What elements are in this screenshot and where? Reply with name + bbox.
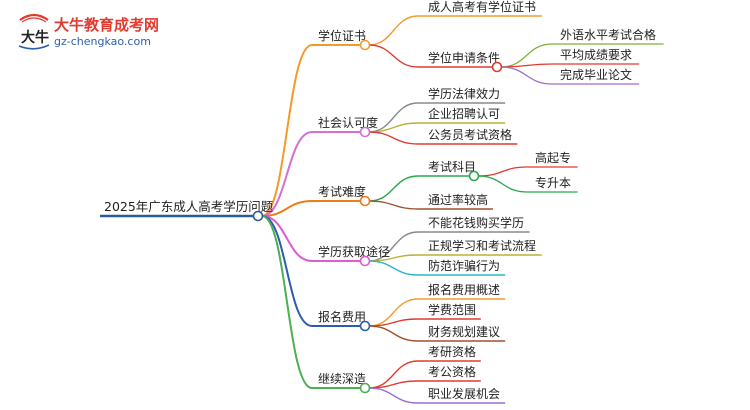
subtopic[interactable]: 考试科目 — [428, 159, 476, 174]
branch-edge — [261, 215, 313, 262]
branch-topic[interactable]: 继续深造 — [318, 372, 366, 386]
leaf-edge — [477, 175, 528, 193]
logo-mark-icon: 大牛 — [18, 13, 50, 50]
subtopic[interactable]: 财务规划建议 — [428, 324, 500, 339]
leaf-edge — [477, 166, 528, 177]
subtopic-edge — [368, 44, 419, 68]
subtopic[interactable]: 通过率较高 — [428, 192, 488, 207]
logo-mark-text: 大牛 — [21, 29, 49, 46]
branch-edge — [261, 215, 313, 327]
subtopic[interactable]: 学历法律效力 — [428, 86, 500, 101]
branch-edge — [261, 215, 313, 389]
leaf-topic[interactable]: 平均成绩要求 — [560, 48, 632, 62]
branch-connector-dot[interactable] — [359, 320, 371, 332]
branch-topic[interactable]: 学位证书 — [318, 28, 366, 43]
subtopic[interactable]: 成人高考有学位证书 — [428, 0, 536, 14]
branch-connector-dot[interactable] — [359, 39, 371, 51]
branch-connector-dot[interactable] — [359, 126, 371, 138]
branch-edge — [261, 131, 313, 217]
branch-connector-dot[interactable] — [359, 195, 371, 207]
subtopic[interactable]: 防范诈骗行为 — [428, 258, 500, 273]
subtopic[interactable]: 报名费用概述 — [428, 282, 500, 297]
branch-topic[interactable]: 报名费用 — [318, 309, 366, 324]
subtopic[interactable]: 企业招聘认可 — [428, 106, 500, 121]
subtopic[interactable]: 不能花钱购买学历 — [428, 215, 524, 230]
branch-connector-dot[interactable] — [359, 255, 371, 267]
subtopic[interactable]: 考公资格 — [428, 364, 476, 379]
subtopic-connector-dot[interactable] — [468, 170, 480, 182]
subtopic[interactable]: 正规学习和考试流程 — [428, 238, 536, 253]
logo-url: gz-chengkao.com — [54, 35, 151, 48]
subtopic-connector-dot[interactable] — [491, 61, 503, 73]
subtopic-edge — [368, 200, 419, 210]
subtopic[interactable]: 职业发展机会 — [428, 386, 500, 401]
subtopic-edge — [368, 15, 419, 46]
subtopic[interactable]: 考研资格 — [428, 344, 476, 359]
subtopic-edge — [368, 175, 419, 202]
subtopic-edge — [368, 260, 419, 276]
leaf-edge — [500, 63, 553, 68]
subtopic-edge — [368, 131, 419, 145]
logo-title: 大牛教育成考网 — [54, 16, 160, 34]
subtopic[interactable]: 公务员考试资格 — [428, 127, 512, 142]
mind-map-edges — [100, 15, 664, 404]
root-topic[interactable]: 2025年广东成人高考学历问题 — [104, 199, 274, 214]
root-connector-dot[interactable] — [252, 210, 264, 222]
branch-connector-dot[interactable] — [359, 382, 371, 394]
leaf-edge — [500, 66, 553, 85]
branch-edge — [261, 44, 313, 217]
subtopic[interactable]: 学费范围 — [428, 302, 476, 317]
leaf-topic[interactable]: 外语水平考试合格 — [560, 27, 656, 42]
leaf-topic[interactable]: 完成毕业论文 — [560, 67, 632, 82]
branch-topic[interactable]: 社会认可度 — [318, 115, 378, 130]
leaf-topic[interactable]: 专升本 — [535, 175, 571, 190]
branch-edge — [261, 200, 313, 217]
subtopic-edge — [368, 325, 419, 342]
leaf-topic[interactable]: 高起专 — [535, 150, 571, 165]
subtopic[interactable]: 学位申请条件 — [428, 50, 500, 65]
branch-topic[interactable]: 考试难度 — [318, 184, 366, 199]
subtopic-edge — [368, 387, 419, 404]
site-logo[interactable]: 大牛 大牛教育成考网 gz-chengkao.com — [16, 12, 166, 54]
branch-topic[interactable]: 学历获取途径 — [318, 244, 390, 259]
